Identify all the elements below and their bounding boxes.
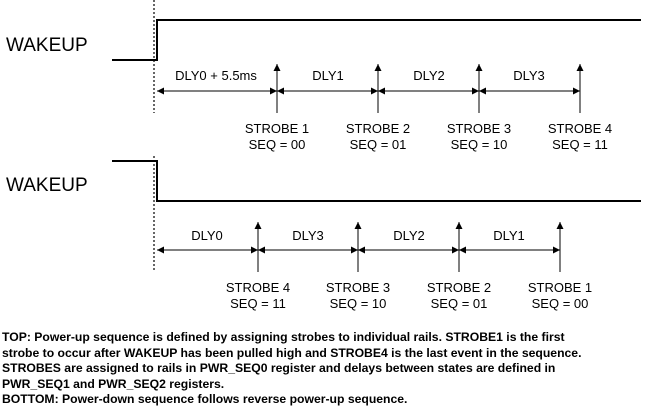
top-strobe-name: STROBE 3 — [447, 121, 511, 136]
power-down-timing: WAKEUP DLY0 DLY3 DLY2 DLY1 STROBE 4 SEQ … — [6, 156, 641, 311]
top-delay-label: DLY0 + 5.5ms — [175, 68, 257, 83]
top-strobe-seq: SEQ = 10 — [451, 137, 508, 152]
bottom-delay-label: DLY2 — [393, 228, 425, 243]
bottom-wakeup-waveform — [112, 160, 641, 202]
top-strobe-seq: SEQ = 01 — [350, 137, 407, 152]
bottom-strobe-name: STROBE 4 — [226, 280, 290, 295]
caption-line: PWR_SEQ1 and PWR_SEQ2 registers. — [2, 376, 225, 391]
top-wakeup-waveform — [112, 19, 641, 61]
figure-caption: TOP: Power-up sequence is defined by ass… — [2, 330, 656, 408]
top-delay-label: DLY3 — [513, 68, 545, 83]
top-strobe-name: STROBE 1 — [245, 121, 309, 136]
bottom-strobe-seq: SEQ = 00 — [532, 296, 589, 311]
top-strobe-seq: SEQ = 11 — [552, 137, 608, 152]
bottom-delay-label: DLY1 — [493, 228, 525, 243]
top-delay-label: DLY2 — [413, 68, 445, 83]
caption-line: STROBES are assigned to rails in PWR_SEQ… — [2, 361, 556, 375]
caption-line: strobe to occur after WAKEUP has been pu… — [2, 345, 582, 360]
caption-line: BOTTOM: Power-down sequence follows reve… — [2, 392, 408, 406]
bottom-delay-label: DLY0 — [191, 228, 223, 243]
bottom-strobe-seq: SEQ = 11 — [230, 296, 286, 311]
top-strobe-seq: SEQ = 00 — [249, 137, 306, 152]
top-strobe-name: STROBE 2 — [346, 121, 410, 136]
power-up-timing: WAKEUP DLY0 + 5.5ms DLY1 DLY2 DLY3 STROB… — [6, 0, 641, 152]
top-strobe-name: STROBE 4 — [548, 121, 612, 136]
top-delay-label: DLY1 — [312, 68, 344, 83]
bottom-strobe-name: STROBE 1 — [528, 280, 592, 295]
top-wakeup-label: WAKEUP — [6, 35, 88, 56]
bottom-delay-label: DLY3 — [292, 228, 324, 243]
bottom-strobe-seq: SEQ = 01 — [431, 296, 488, 311]
timing-diagram: WAKEUP DLY0 + 5.5ms DLY1 DLY2 DLY3 STROB… — [6, 0, 641, 311]
caption-line: TOP: Power-up sequence is defined by ass… — [2, 330, 565, 344]
bottom-strobe-name: STROBE 3 — [326, 280, 390, 295]
bottom-wakeup-label: WAKEUP — [6, 175, 88, 196]
bottom-strobe-name: STROBE 2 — [427, 280, 491, 295]
bottom-strobe-seq: SEQ = 10 — [330, 296, 387, 311]
